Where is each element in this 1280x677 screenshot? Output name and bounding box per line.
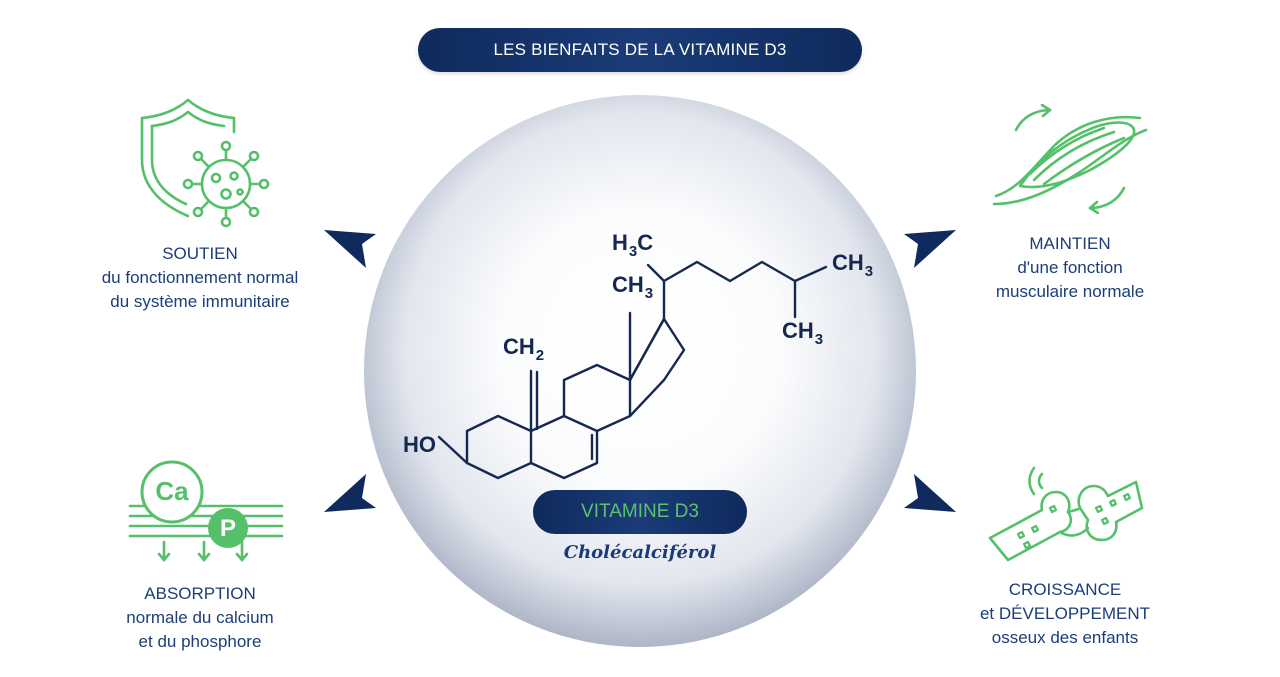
page-title: LES BIENFAITS DE LA VITAMINE D3 (418, 28, 862, 72)
benefit-bone-label: CROISSANCE et DÉVELOPPEMENT osseux des e… (979, 580, 1151, 647)
benefit-absorption-label: ABSORPTION normale du calcium et du phos… (126, 584, 274, 651)
vitamin-badge: VITAMINE D3 (533, 490, 747, 534)
arrow-top-left-icon (324, 230, 376, 268)
arrow-bottom-left-icon (324, 474, 376, 512)
center-sphere (364, 95, 916, 647)
ch3-right-group: CH3 (832, 250, 874, 280)
ring-a (465, 414, 533, 480)
calcium-symbol: Ca (155, 476, 189, 506)
benefit-muscle-label: MAINTIEN d'une fonction musculaire norma… (995, 234, 1145, 301)
benefit-immune-label: SOUTIEN du fonctionnement normal du syst… (101, 244, 299, 311)
h3c-group: H3C (612, 230, 654, 260)
vitamin-subtitle: Cholécalciférol (563, 542, 717, 563)
phosphorus-symbol: P (219, 515, 236, 542)
muscle-icon (992, 104, 1148, 214)
ch2-group: CH2 (503, 334, 545, 364)
ch3-mid-group: CH3 (612, 272, 654, 302)
ring-c (562, 363, 632, 433)
side-chain (662, 260, 797, 321)
hydroxyl-group: HO (403, 432, 436, 457)
hydroxyl-bond (437, 435, 469, 465)
arrow-top-right-icon (904, 230, 956, 268)
cholecalciferol-structure (437, 260, 828, 480)
ring-b (529, 414, 599, 480)
immune-shield-virus-icon (140, 98, 270, 228)
calcium-phosphorus-icon: Ca P (128, 458, 284, 570)
bone-joint-icon (988, 466, 1144, 562)
ch3-lower-group: CH3 (782, 318, 824, 348)
arrow-bottom-right-icon (904, 474, 956, 512)
